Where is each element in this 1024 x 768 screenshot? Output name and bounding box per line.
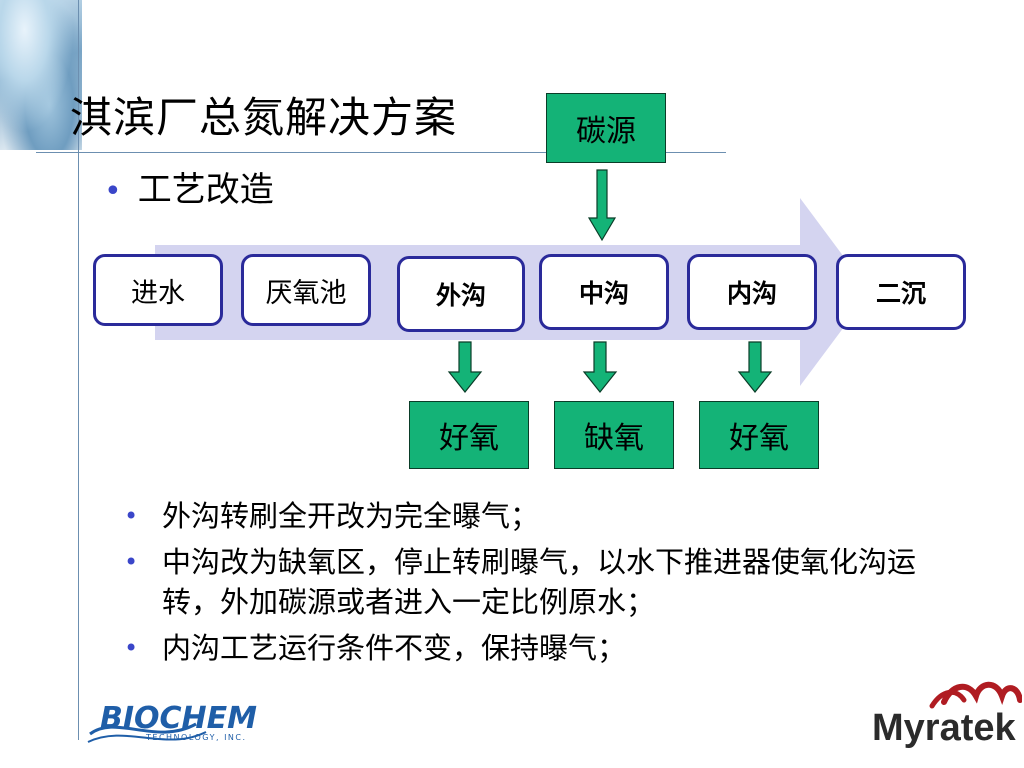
vertical-rule	[78, 0, 79, 740]
down-arrow-middle	[582, 341, 618, 393]
aerobic-box-inner: 好氧	[699, 401, 819, 469]
down-arrow-inner	[737, 341, 773, 393]
aerobic-box-outer: 好氧	[409, 401, 529, 469]
bullet-icon: •	[124, 548, 139, 576]
stage-box-outer-ditch: 外沟	[397, 256, 525, 332]
list-item: •内沟工艺运行条件不变，保持曝气；	[124, 628, 964, 668]
anoxic-box-middle: 缺氧	[554, 401, 674, 469]
notes-list: •外沟转刷全开改为完全曝气； •中沟改为缺氧区，停止转刷曝气，以水下推进器使氧化…	[124, 496, 964, 674]
myratek-logo: Myratek	[872, 681, 1022, 749]
biochem-logo: BIOCHEM TECHNOLOGY, INC.	[87, 701, 257, 743]
list-item: •外沟转刷全开改为完全曝气；	[124, 496, 964, 536]
bullet-icon: •	[124, 502, 139, 530]
stage-box-inner-ditch: 内沟	[687, 254, 817, 330]
subtitle-text: 工艺改造	[137, 170, 274, 210]
slide-title: 淇滨厂总氮解决方案	[70, 93, 458, 142]
down-arrow-carbon	[587, 169, 617, 242]
stage-box-secondary-clarifier: 二沉	[836, 254, 966, 330]
down-arrow-outer	[447, 341, 483, 393]
myratek-logo-text: Myratek	[872, 707, 1016, 749]
carbon-source-box: 碳源	[546, 93, 666, 163]
stage-box-anaerobic-tank: 厌氧池	[241, 254, 371, 326]
bullet-icon: •	[124, 634, 139, 662]
subtitle: • 工艺改造	[104, 162, 274, 211]
water-splash-decoration	[0, 0, 82, 150]
stage-box-inflow: 进水	[93, 254, 223, 326]
title-underline	[36, 152, 726, 153]
biochem-tagline: TECHNOLOGY, INC.	[145, 733, 247, 742]
bullet-icon: •	[104, 174, 122, 209]
stage-box-middle-ditch: 中沟	[539, 254, 669, 330]
list-item: •中沟改为缺氧区，停止转刷曝气，以水下推进器使氧化沟运转，外加碳源或者进入一定比…	[124, 542, 964, 622]
biochem-logo-text: BIOCHEM	[100, 701, 257, 736]
